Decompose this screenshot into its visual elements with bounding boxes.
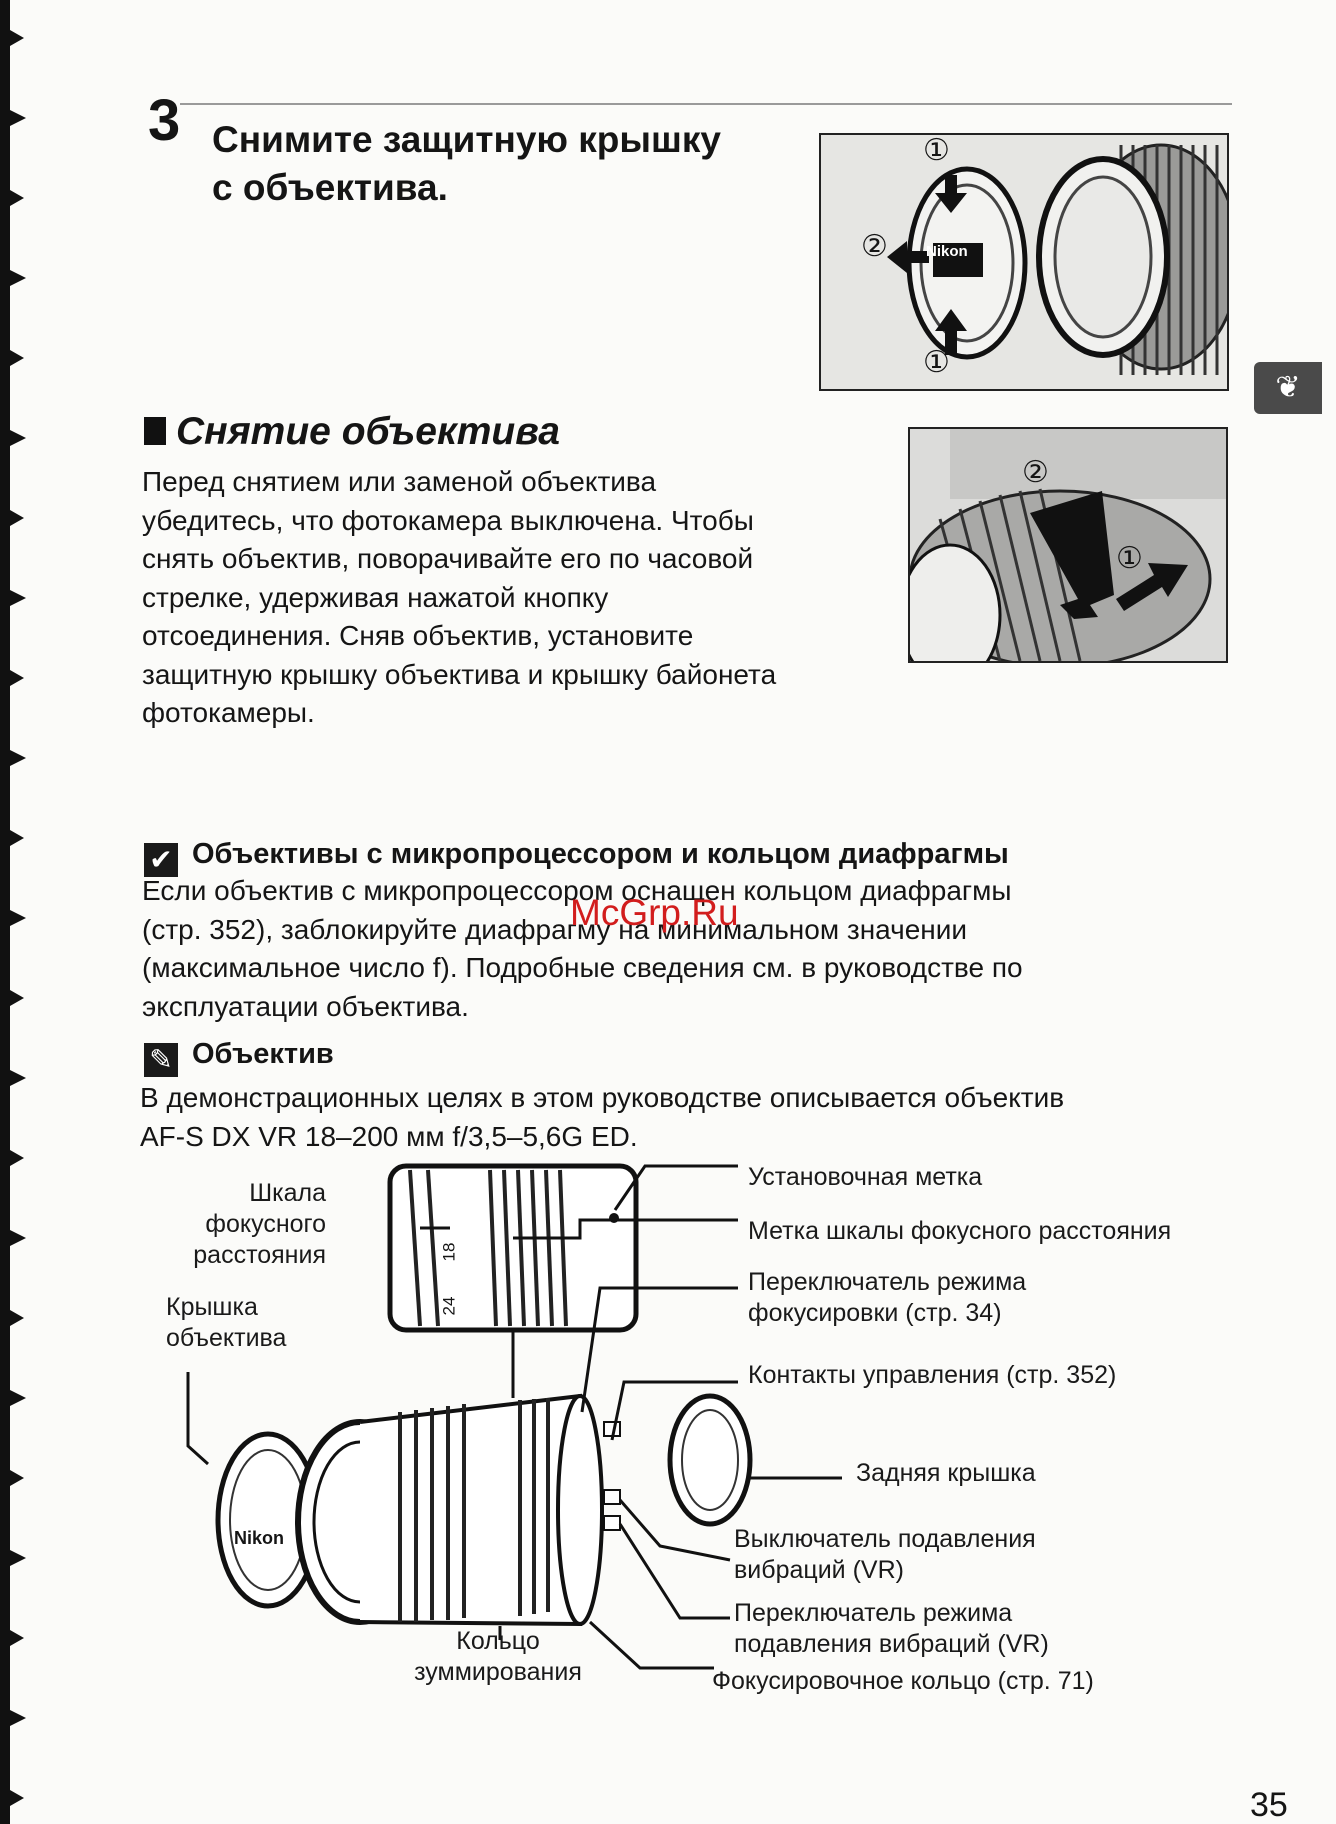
label-rear-cap: Задняя крышка xyxy=(856,1459,1036,1487)
top-rule xyxy=(180,103,1232,105)
binding-edge xyxy=(0,0,26,1824)
body-line: эксплуатации объектива. xyxy=(142,990,469,1022)
marker-one: ① xyxy=(923,346,950,379)
note-lens-body: В демонстрационных целях в этом руководс… xyxy=(140,1079,1240,1156)
label-focal-scale: Шкала фокусного расстояния xyxy=(166,1178,326,1271)
body-line: (максимальное число f). Подробные сведен… xyxy=(142,952,1023,983)
label-zoom-ring: Кольцо зуммирования xyxy=(398,1626,598,1688)
label-line: фокусного xyxy=(205,1210,326,1238)
lens-diagram xyxy=(186,1163,842,1670)
step-number: 3 xyxy=(148,88,181,153)
section-title: Снятие объектива xyxy=(144,408,560,456)
scale-mark-18: 18 xyxy=(439,1242,459,1262)
body-line: В демонстрационных целях в этом руководс… xyxy=(140,1082,1065,1113)
step-title-line: Снимите защитную крышку xyxy=(212,119,721,160)
note-lens-heading: ✎ Объектив xyxy=(144,1036,334,1077)
checkmark-icon: ✔ xyxy=(144,843,178,877)
label-focus-ring: Фокусировочное кольцо (стр. 71) xyxy=(712,1667,1094,1695)
lens-cap-illustration xyxy=(821,135,1227,389)
section-title-text: Снятие объектива xyxy=(176,410,560,453)
label-cpu-contacts: Контакты управления (стр. 352) xyxy=(748,1361,1117,1389)
section-body: Перед снятием или заменой объектива убед… xyxy=(142,463,842,733)
section-bar xyxy=(144,417,166,445)
lens-removal-photo: ② ① xyxy=(908,427,1228,663)
body-line: стрелке, удерживая нажатой кнопку xyxy=(142,581,609,613)
note-cpu-title: Объективы с микропроцессором и кольцом д… xyxy=(192,838,1009,870)
label-vr-mode-switch: Переключатель режима подавления вибраций… xyxy=(734,1598,1049,1660)
label-focal-scale-mark: Метка шкалы фокусного расстояния xyxy=(748,1217,1172,1245)
body-line: Если объектив с микропроцессором оснащен… xyxy=(142,875,1012,906)
label-line: Шкала xyxy=(249,1179,326,1207)
label-line: объектива xyxy=(166,1324,287,1352)
body-line: снять объектив, поворачивайте его по час… xyxy=(142,543,754,574)
body-line: отсоединения. Сняв объектив, установите xyxy=(142,620,694,651)
marker-two: ② xyxy=(1022,456,1049,489)
label-line: Переключатель режима xyxy=(734,1599,1013,1627)
note-lens-title: Объектив xyxy=(192,1038,334,1070)
label-line: Крышка xyxy=(166,1293,258,1321)
label-focus-mode-switch: Переключатель режима фокусировки (стр. 3… xyxy=(748,1267,1026,1329)
label-line: Кольцо xyxy=(456,1627,540,1655)
body-line: AF-S DX VR 18–200 мм f/3,5–5,6G ED. xyxy=(140,1120,638,1152)
label-line: Выключатель подавления xyxy=(734,1525,1036,1553)
body-line: убедитесь, что фотокамера выключена. Что… xyxy=(142,504,754,536)
note-cpu-heading: ✔ Объективы с микропроцессором и кольцом … xyxy=(144,836,1009,877)
body-line: защитную крышку объектива и крышку байон… xyxy=(142,658,777,690)
body-line: Перед снятием или заменой объектива xyxy=(142,466,657,497)
label-mount-mark: Установочная метка xyxy=(748,1163,983,1191)
marker-one: ① xyxy=(923,134,950,167)
pencil-icon: ✎ xyxy=(144,1043,178,1077)
step-title: Снимите защитную крышку с объектива. xyxy=(212,116,792,212)
label-lens-cap: Крышка объектива xyxy=(166,1292,286,1354)
label-line: расстояния xyxy=(193,1241,326,1269)
body-line: фотокамеры. xyxy=(142,697,315,728)
lens-cap-photo: Nikon ① ② ① xyxy=(819,133,1229,391)
label-vr-switch: Выключатель подавления вибраций (VR) xyxy=(734,1524,1036,1586)
label-line: подавления вибраций (VR) xyxy=(734,1630,1049,1658)
label-line: Переключатель режима xyxy=(748,1268,1027,1296)
watermark: McGrp.Ru xyxy=(570,892,739,933)
sprout-icon: ❦ xyxy=(1254,362,1322,414)
cap-brand-text: Nikon xyxy=(234,1528,285,1548)
label-line: вибраций (VR) xyxy=(734,1556,904,1584)
label-line: фокусировки (стр. 34) xyxy=(748,1299,1002,1327)
page-number: 35 xyxy=(1250,1786,1288,1824)
marker-two: ② xyxy=(861,230,888,263)
body-line: (стр. 352), заблокируйте диафрагму на ми… xyxy=(142,913,968,945)
lens-removal-illustration xyxy=(910,429,1226,661)
marker-one: ① xyxy=(1116,542,1143,575)
note-cpu-body: Если объектив с микропроцессором оснащен… xyxy=(142,872,1202,1026)
step-title-line: с объектива. xyxy=(212,167,448,208)
nikon-logo-text: Nikon xyxy=(926,243,968,260)
label-line: зуммирования xyxy=(414,1658,582,1686)
scale-mark-24: 24 xyxy=(439,1296,459,1316)
